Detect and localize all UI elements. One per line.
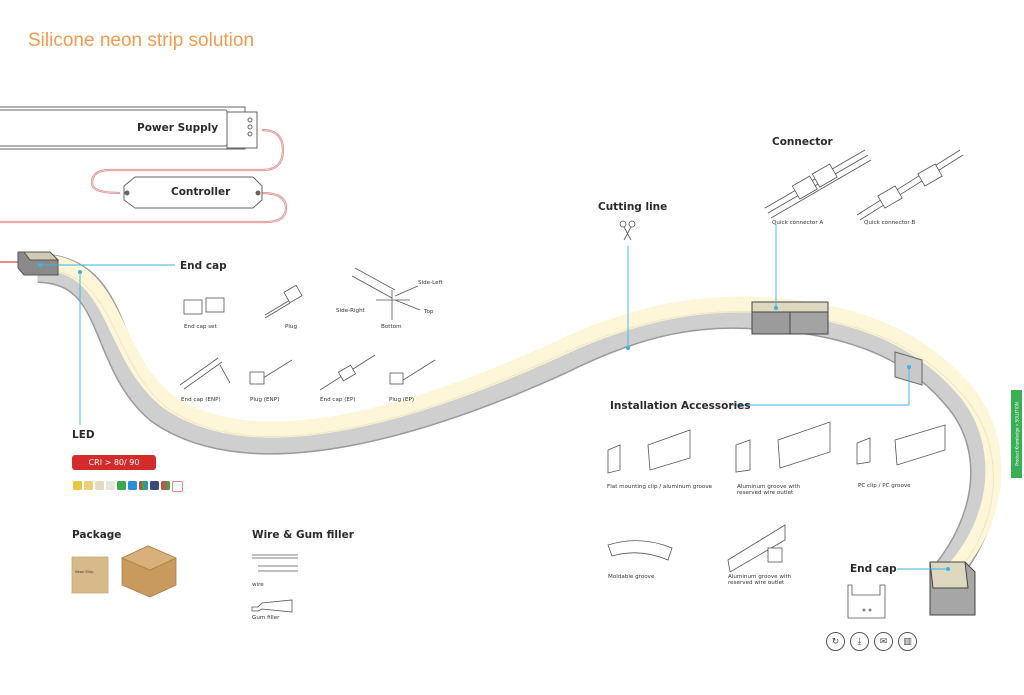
package-heading: Package — [72, 529, 122, 541]
wire-heading: Wire & Gum filler — [252, 529, 354, 541]
aluminum-groove-caption: Aluminum groove with reserved wire outle… — [737, 484, 801, 496]
controller-label: Controller — [171, 186, 231, 198]
plug-enp-caption: Plug (ENP) — [250, 397, 280, 403]
wire-caption: wire — [252, 582, 264, 588]
product-illustrations — [71, 149, 964, 619]
gum-filler-caption: Gum filler — [252, 615, 280, 621]
led-color-chips — [73, 481, 183, 492]
side-tab[interactable]: Product Knowledge » SOLUTION — [1011, 390, 1022, 478]
end-cap-enp-caption: End cap (ENP) — [181, 397, 221, 403]
moldable-groove-caption: Moldable groove — [608, 574, 655, 580]
end-cap-set-caption: End cap set — [184, 324, 217, 330]
color-chip — [128, 481, 137, 490]
pc-clip-caption: PC clip / PC groove — [858, 483, 911, 489]
controller — [123, 176, 263, 209]
color-chip — [150, 481, 159, 490]
envelope-icon: ✉ — [874, 632, 893, 651]
color-chip — [161, 481, 170, 490]
cri-badge: CRI > 80/ 90 — [72, 455, 156, 470]
aluminum-groove-outlet-caption: Aluminum groove with reserved wire outle… — [728, 574, 792, 586]
color-chip — [84, 481, 93, 490]
top-caption: Top — [424, 309, 434, 315]
connector-heading: Connector — [772, 136, 833, 148]
installation-heading: Installation Accessories — [610, 400, 751, 412]
end-cap-bottom-heading: End cap — [850, 563, 897, 575]
end-cap-heading: End cap — [180, 260, 227, 272]
color-chip — [172, 481, 183, 492]
strip-icon: ▥ — [898, 632, 917, 651]
end-cap-ep-caption: End cap (EP) — [320, 397, 356, 403]
mount-icon: ⤓ — [850, 632, 869, 651]
strip-end-cap-right — [929, 561, 976, 616]
wiring — [0, 128, 288, 263]
rotate-icon: ↻ — [826, 632, 845, 651]
color-chip — [139, 481, 148, 490]
flat-clip-caption: Flat mounting clip / aluminum groove — [607, 484, 713, 490]
led-heading: LED — [72, 429, 95, 441]
color-chip — [73, 481, 82, 490]
neon-strip — [36, 253, 1002, 585]
end-cap-feature-icons: ↻ ⤓ ✉ ▥ — [826, 632, 917, 651]
strip-end-cap-left — [17, 251, 60, 276]
bottom-caption: Bottom — [381, 324, 402, 330]
color-chip — [117, 481, 126, 490]
color-chip — [106, 481, 115, 490]
side-right-caption: Side-Right — [336, 308, 365, 314]
cutting-line-heading: Cutting line — [598, 201, 668, 213]
power-supply-label: Power Supply — [137, 122, 219, 134]
side-tab-label: Product Knowledge » SOLUTION — [1014, 402, 1019, 466]
package-box-label: Neon Strip — [75, 570, 94, 574]
side-left-caption: Side-Left — [418, 280, 443, 286]
scissors-icon — [620, 218, 636, 242]
leader-lines — [37, 224, 951, 572]
strip-connector — [751, 301, 829, 335]
page-title: Silicone neon strip solution — [28, 30, 255, 51]
color-chip — [95, 481, 104, 490]
plug-caption: Plug — [285, 324, 298, 330]
plug-ep-caption: Plug (EP) — [389, 397, 415, 403]
quick-connector-b-caption: Quick connector B — [864, 220, 916, 226]
power-supply — [0, 106, 258, 150]
quick-connector-a-caption: Quick connector A — [772, 220, 824, 226]
